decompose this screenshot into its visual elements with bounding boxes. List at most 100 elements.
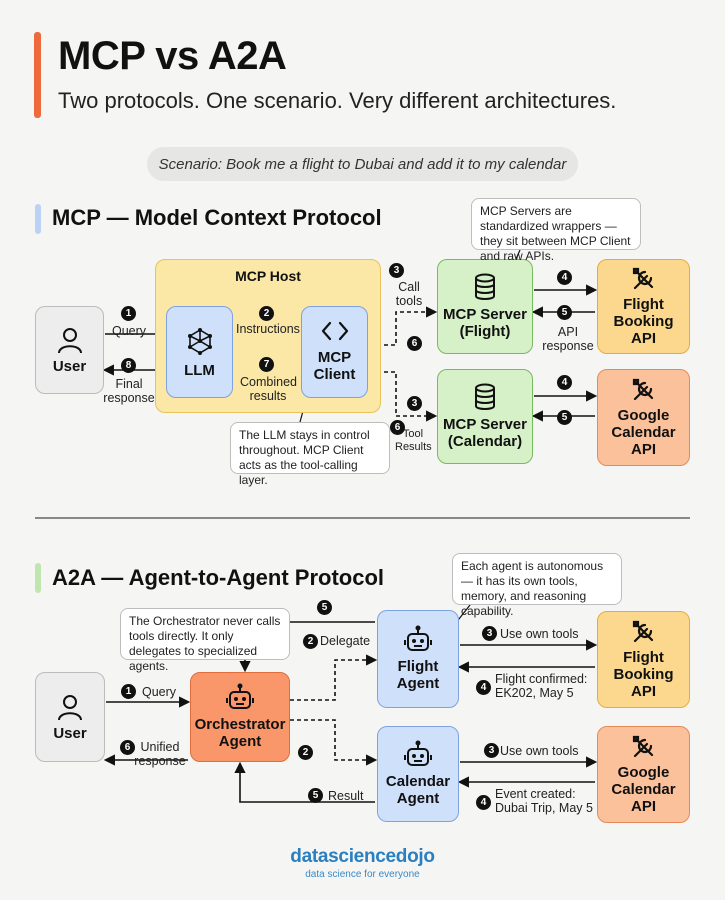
call-tools-line-2: tools xyxy=(395,294,423,309)
scenario-pill: Scenario: Book me a flight to Dubai and … xyxy=(147,147,578,181)
page-title: MCP vs A2A xyxy=(58,34,287,78)
mcp-server-flight-label-1: MCP Server xyxy=(443,305,527,323)
mcp-step-badge: 5 xyxy=(557,305,572,320)
a2a-flight-confirmed-label: Flight confirmed: EK202, May 5 xyxy=(495,672,587,701)
a2a-unified-response-label: Unified response xyxy=(132,740,188,769)
a2a-section-bar xyxy=(35,563,41,593)
mcp-server-flight-box: MCP Server (Flight) xyxy=(437,259,533,354)
a2a-step-badge: 6 xyxy=(120,740,135,755)
mcp-servers-callout: MCP Servers are standardized wrappers — … xyxy=(471,198,641,263)
calendar-agent-box: Calendar Agent xyxy=(377,726,459,822)
connector-arrow xyxy=(367,306,438,351)
api-response-line-1: API xyxy=(557,325,579,339)
api-response-line-2: response xyxy=(542,339,594,354)
code-brackets-icon xyxy=(321,322,348,341)
orchestrator-label-2: Agent xyxy=(218,733,262,750)
mcp-step-badge: 1 xyxy=(121,306,136,321)
user-icon xyxy=(57,327,82,353)
a2a-step-badge: 3 xyxy=(484,743,499,758)
tools-icon xyxy=(632,379,653,401)
mcp-step-badge: 3 xyxy=(389,263,404,278)
flight-confirmed-line-1: Flight confirmed: xyxy=(495,672,588,686)
unified-response-line-1: Unified xyxy=(140,740,180,754)
a2a-step-badge: 4 xyxy=(476,795,491,810)
mcp-client-box: MCP Client xyxy=(301,306,368,398)
network-icon xyxy=(187,327,212,355)
mcp-api-response-label: API response xyxy=(538,325,598,354)
combined-results-line-2: results xyxy=(249,389,287,404)
a2a-step-badge: 1 xyxy=(121,684,136,699)
event-created-line-2: Dubai Trip, May 5 xyxy=(495,801,593,816)
mcp-client-label-1: MCP xyxy=(317,349,352,367)
a2a-flight-api-box: Flight Booking API xyxy=(597,611,690,708)
mcp-step-badge: 4 xyxy=(557,270,572,285)
mcp-server-flight-label-2: (Flight) xyxy=(459,322,511,340)
accent-bar xyxy=(34,32,41,118)
connector-arrow xyxy=(290,654,378,701)
final-response-line-1: Final xyxy=(115,377,143,391)
llm-label: LLM xyxy=(184,361,215,379)
a2a-calendar-api-label-2: Calendar xyxy=(611,781,676,799)
mcp-step-badge: 8 xyxy=(121,358,136,373)
a2a-result-label: Result xyxy=(328,789,364,803)
mcp-step-badge: 6 xyxy=(407,336,422,351)
a2a-calendar-api-box: Google Calendar API xyxy=(597,726,690,823)
robot-icon xyxy=(404,740,432,767)
unified-response-line-2: response xyxy=(134,754,186,769)
mcp-instructions-label: Instructions xyxy=(236,322,300,336)
mcp-user-box: User xyxy=(35,306,104,394)
page-subtitle: Two protocols. One scenario. Very differ… xyxy=(58,88,617,113)
brand-logo: datasciencedojo xyxy=(290,846,435,867)
a2a-user-box: User xyxy=(35,672,105,762)
connector-arrow xyxy=(234,761,375,803)
mcp-flight-api-label-2: Booking xyxy=(613,313,674,331)
mcp-server-calendar-label-2: (Calendar) xyxy=(447,432,523,450)
brand-tagline: data science for everyone xyxy=(305,869,420,880)
mcp-user-label: User xyxy=(52,357,87,375)
a2a-user-label: User xyxy=(53,724,87,742)
mcp-step-badge: 6 xyxy=(390,420,405,435)
calendar-agent-label-1: Calendar xyxy=(385,773,451,791)
final-response-line-2: response xyxy=(103,391,155,406)
a2a-step-badge: 4 xyxy=(476,680,491,695)
mcp-flight-api-label-1: Flight xyxy=(623,296,664,314)
user-icon xyxy=(58,694,82,720)
mcp-call-tools-label: Call tools xyxy=(392,280,426,309)
mcp-server-calendar-label-1: MCP Server xyxy=(443,415,527,433)
a2a-flight-api-label-3: API xyxy=(630,682,656,700)
robot-icon xyxy=(404,625,432,652)
mcp-flight-api-label-3: API xyxy=(630,329,656,347)
llm-box: LLM xyxy=(166,306,233,398)
tool-results-line-2: Results xyxy=(395,440,432,453)
mcp-step-badge: 3 xyxy=(407,396,422,411)
mcp-step-badge: 5 xyxy=(557,410,572,425)
mcp-final-response-label: Final response xyxy=(102,377,156,406)
tools-icon xyxy=(632,736,653,758)
flight-confirmed-line-2: EK202, May 5 xyxy=(495,686,574,701)
section-divider xyxy=(35,517,690,519)
mcp-tool-results-label: Tool Results xyxy=(395,428,432,453)
combined-results-line-1: Combined xyxy=(240,375,297,389)
agents-callout: Each agent is autonomous — it has its ow… xyxy=(452,553,622,618)
mcp-host-label: MCP Host xyxy=(235,268,301,284)
a2a-delegate-label: Delegate xyxy=(320,634,371,648)
database-icon xyxy=(475,273,495,300)
a2a-flight-api-label-2: Booking xyxy=(613,666,674,684)
mcp-query-label: Query xyxy=(112,324,147,338)
mcp-llm-callout: The LLM stays in control throughout. MCP… xyxy=(230,422,390,487)
flight-agent-label-2: Agent xyxy=(396,675,440,692)
a2a-flight-api-label-1: Flight xyxy=(623,649,664,667)
orchestrator-agent-box: Orchestrator Agent xyxy=(190,672,290,762)
a2a-step-badge: 2 xyxy=(298,745,313,760)
a2a-calendar-api-label-1: Google xyxy=(617,764,670,782)
calendar-agent-label-2: Agent xyxy=(396,790,440,807)
a2a-step-badge: 5 xyxy=(317,600,332,615)
event-created-line-1: Event created: xyxy=(495,787,576,801)
a2a-step-badge: 3 xyxy=(482,626,497,641)
orchestrator-label-1: Orchestrator xyxy=(194,716,286,734)
mcp-step-badge: 2 xyxy=(259,306,274,321)
a2a-event-created-label: Event created: Dubai Trip, May 5 xyxy=(495,787,593,816)
a2a-step-badge: 2 xyxy=(303,634,318,649)
mcp-server-calendar-box: MCP Server (Calendar) xyxy=(437,369,533,464)
mcp-step-badge: 4 xyxy=(557,375,572,390)
